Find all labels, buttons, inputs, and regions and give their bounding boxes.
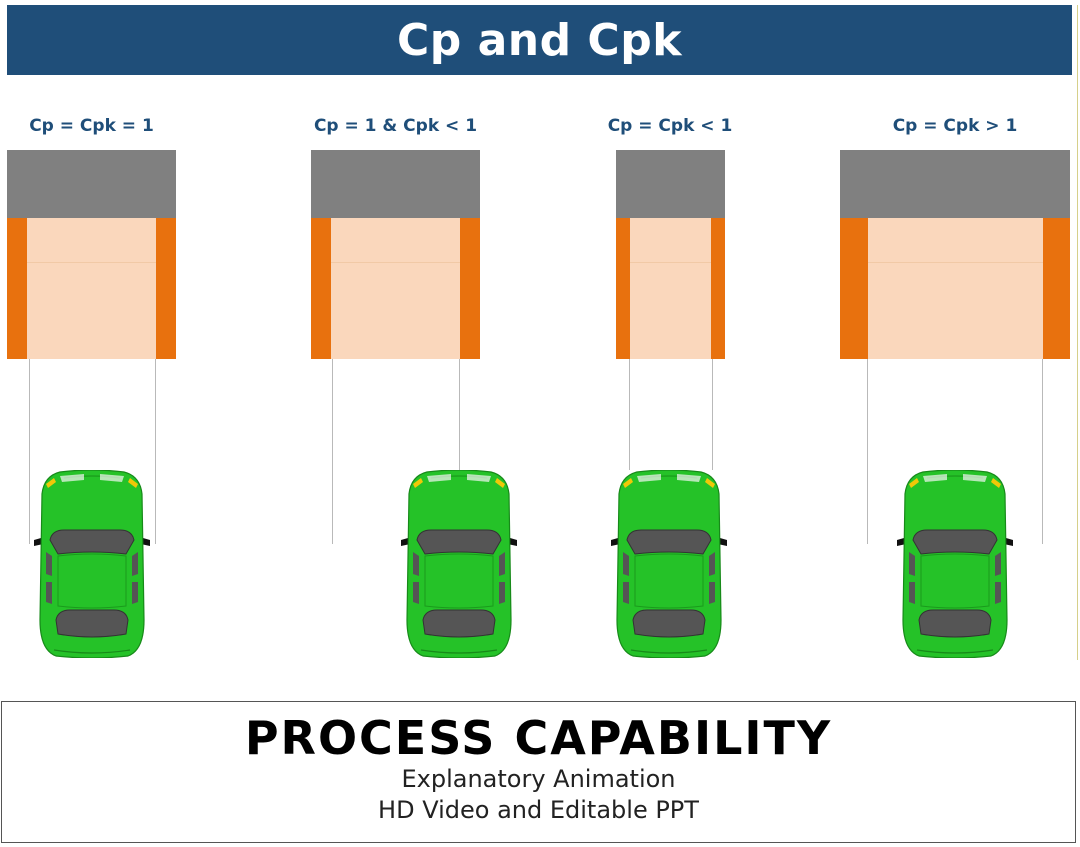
car-icon-2: [400, 470, 518, 658]
garage-seam: [616, 262, 725, 263]
car-icon-3: [610, 470, 728, 658]
garage-1: [7, 150, 176, 359]
header-banner: Cp and Cpk: [7, 5, 1072, 75]
garage-seam: [840, 262, 1070, 263]
guide-line-left-2: [332, 359, 333, 544]
garage-bay: [616, 218, 725, 359]
garage-bay: [311, 218, 480, 359]
footer-title: PROCESS CAPABILITY: [244, 711, 833, 765]
garage-roof: [311, 150, 480, 218]
page-title: Cp and Cpk: [397, 14, 682, 66]
guide-line-left-4: [867, 359, 868, 544]
garage-wall-left: [311, 218, 331, 359]
garage-wall-right: [711, 218, 725, 359]
garage-bay: [840, 218, 1070, 359]
guide-line-right-1: [155, 359, 156, 544]
footer-panel: PROCESS CAPABILITY Explanatory Animation…: [1, 701, 1076, 843]
garage-wall-left: [7, 218, 27, 359]
garage-seam: [311, 262, 480, 263]
guide-line-left-3: [629, 359, 630, 470]
garage-2: [311, 150, 480, 359]
guide-line-left-1: [29, 359, 30, 544]
guide-line-right-4: [1042, 359, 1043, 544]
garage-3: [616, 150, 725, 359]
garage-bay: [7, 218, 176, 359]
guide-line-right-3: [712, 359, 713, 470]
car-icon-1: [33, 470, 151, 658]
case-label-2: Cp = 1 & Cpk < 1: [313, 116, 478, 136]
garage-wall-right: [1043, 218, 1070, 359]
garage-roof: [616, 150, 725, 218]
garage-roof: [7, 150, 176, 218]
garage-wall-right: [460, 218, 480, 359]
garage-wall-left: [616, 218, 630, 359]
case-label-1: Cp = Cpk = 1: [29, 116, 154, 136]
garage-4: [840, 150, 1070, 359]
garage-wall-right: [156, 218, 176, 359]
car-icon-4: [896, 470, 1014, 658]
slide-border-line: [1077, 5, 1078, 660]
garage-wall-left: [840, 218, 868, 359]
case-label-4: Cp = Cpk > 1: [892, 116, 1018, 136]
footer-subtitle-2: HD Video and Editable PPT: [378, 796, 699, 824]
footer-subtitle-1: Explanatory Animation: [401, 765, 676, 793]
case-label-3: Cp = Cpk < 1: [607, 116, 733, 136]
garage-seam: [7, 262, 176, 263]
garage-roof: [840, 150, 1070, 218]
guide-line-right-2: [459, 359, 460, 470]
